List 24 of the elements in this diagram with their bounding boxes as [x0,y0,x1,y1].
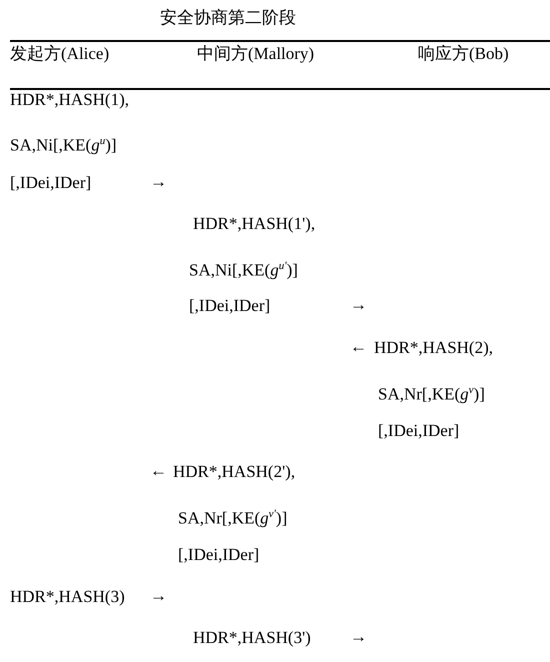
message-text: HDR*,HASH(3) [10,587,125,607]
message-text: HDR*,HASH(1'), [193,214,316,234]
column-header: 中间方(Mallory) [197,44,314,64]
message-text: HDR*,HASH(3') [193,628,311,648]
message-text: [,IDei,IDer] [10,173,92,193]
message-text: [,IDei,IDer] [189,296,270,316]
column-header: 发起方(Alice) [10,44,110,64]
arrow-symbol: → [350,295,367,315]
arrow-symbol: → [150,586,167,606]
message-text: SA,Ni[,KE(g$^{u'}$)] [189,259,298,281]
arrow-symbol: ← [350,337,367,357]
arrow-symbol: → [350,627,367,647]
message-text: [,IDei,IDer] [178,545,260,565]
column-header: 响应方(Bob) [418,44,509,64]
arrow-symbol: → [150,172,167,192]
message-text: HDR*,HASH(2'), [173,462,296,482]
message-text: SA,Nr[,KE(g$^{v'}$)] [178,507,288,529]
message-text: [,IDei,IDer] [378,421,460,441]
message-text: HDR*,HASH(2), [374,338,493,358]
message-text: HDR*,HASH(1), [10,90,129,110]
arrow-symbol: ← [150,461,167,481]
table-title: 安全协商第二阶段 [160,8,296,28]
message-text: SA,Ni[,KE(g$^{u}$)] [10,134,117,156]
message-text: SA,Nr[,KE(g$^{v}$)] [378,383,485,405]
